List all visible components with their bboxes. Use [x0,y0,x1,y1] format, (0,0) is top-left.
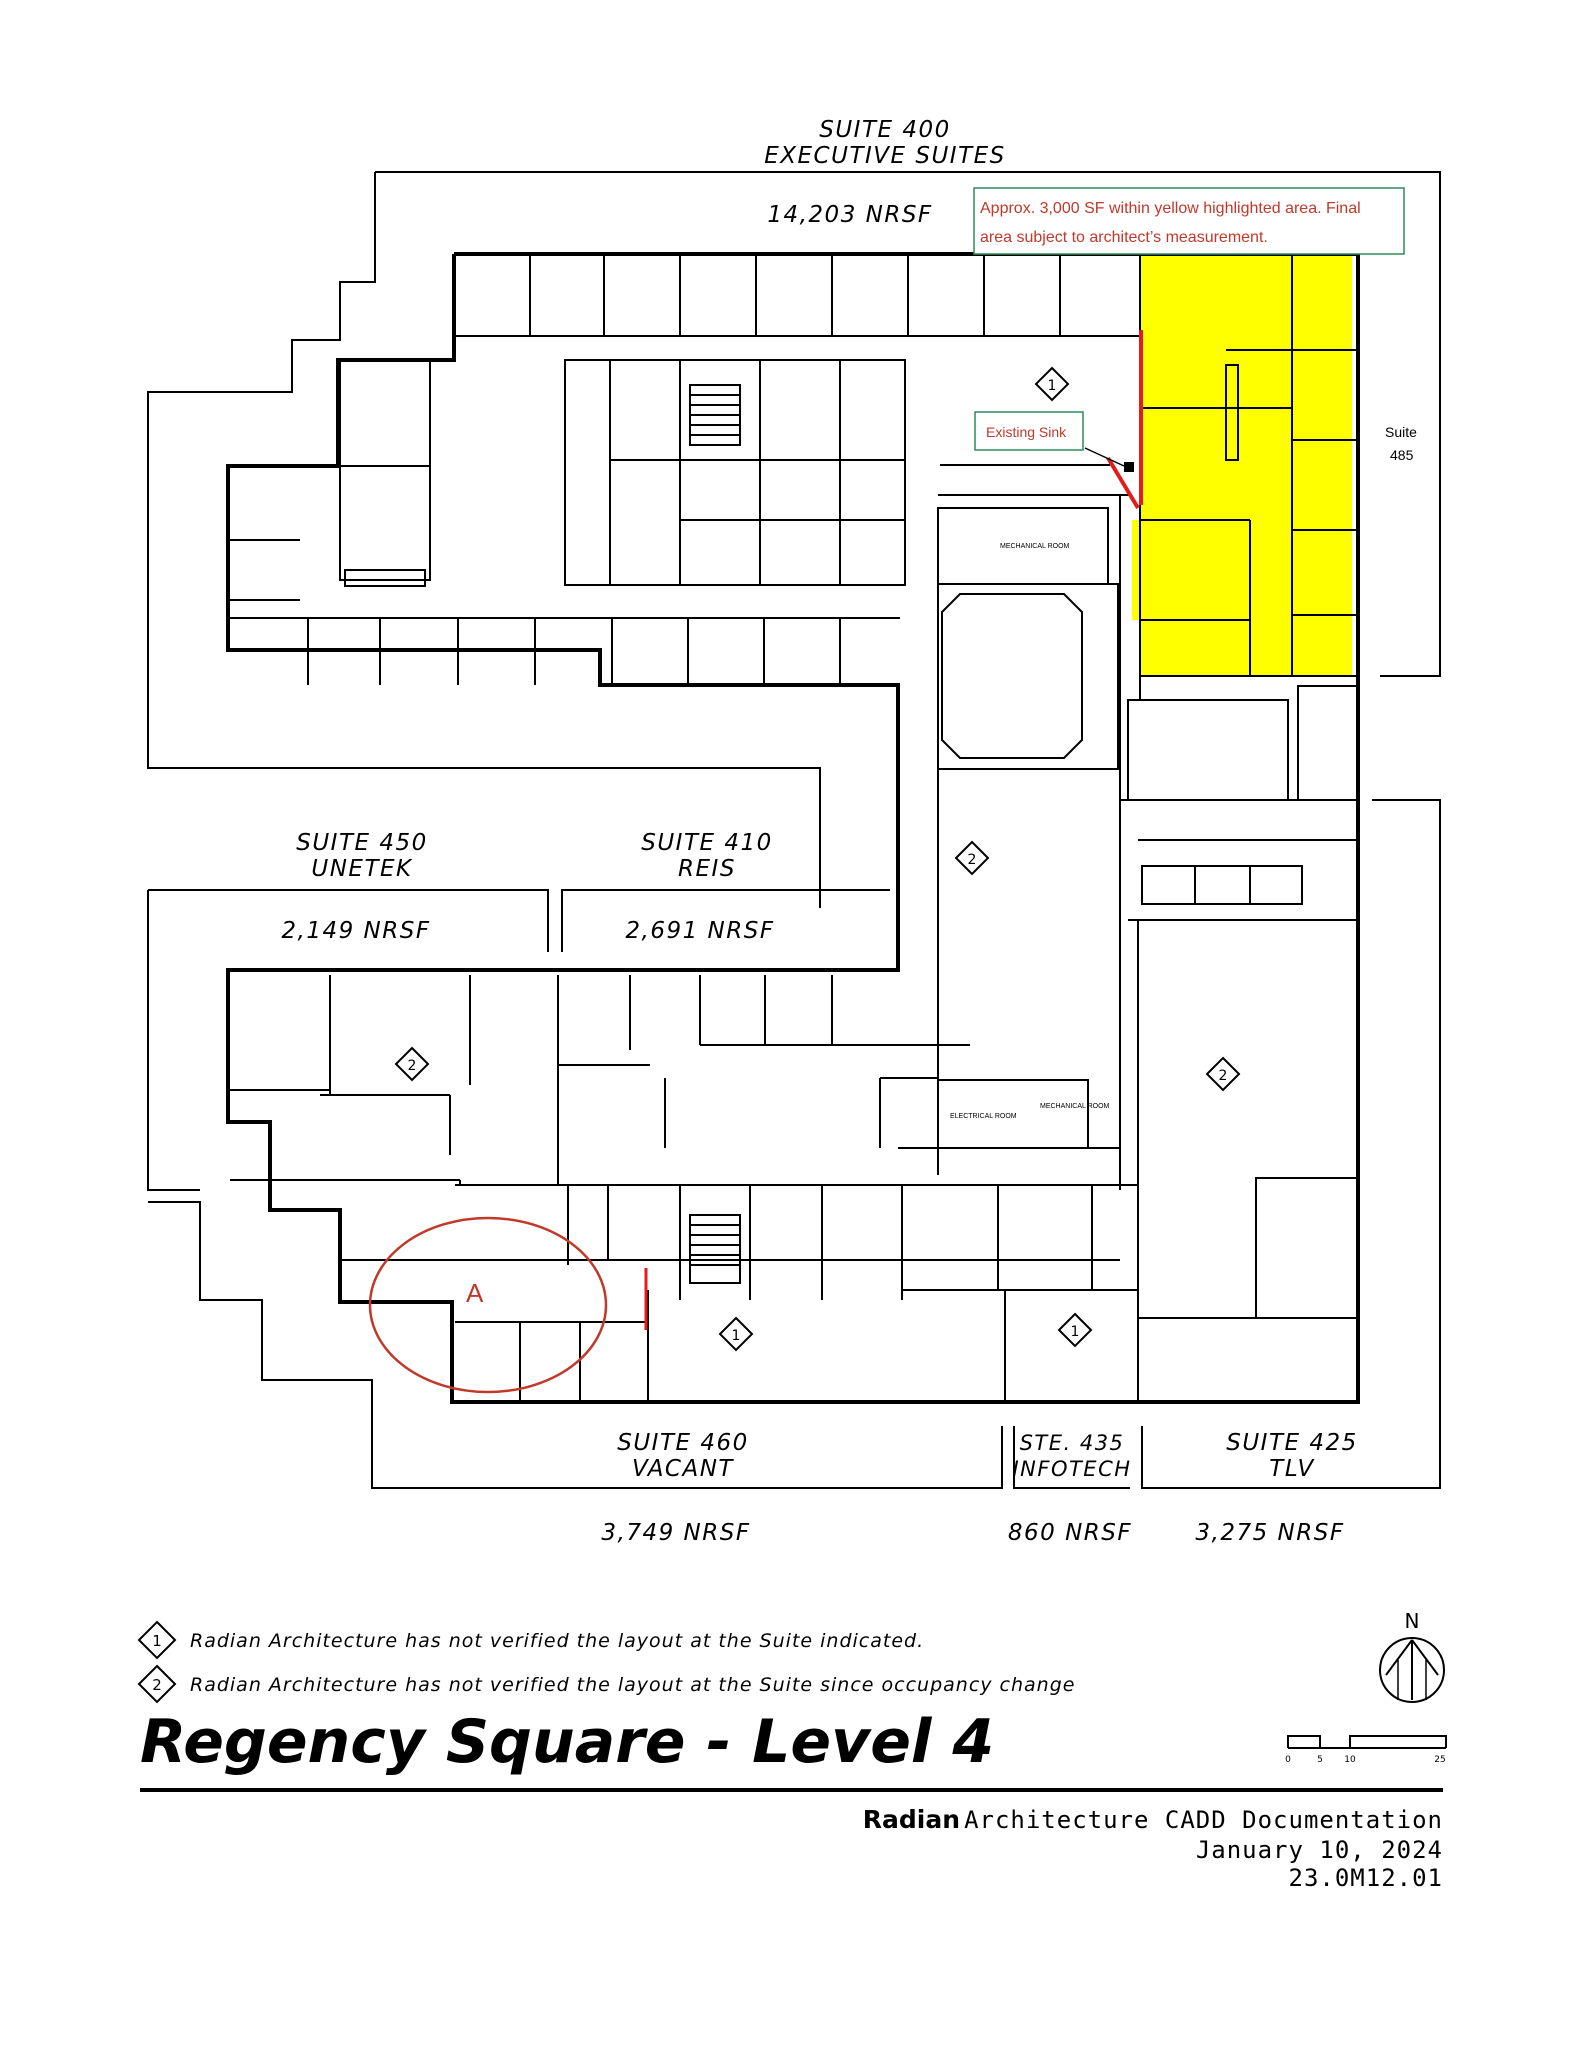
suite-outlines [147,171,1441,1489]
suite-450-tenant: UNETEK [311,856,413,882]
suite-435-tenant: INFOTECH [1012,1457,1131,1481]
highlight-note: Approx. 3,000 SF within yellow highlight… [973,187,1405,255]
suite-400-area: 14,203 NRSF [767,202,932,228]
legend: 1 Radian Architecture has not verified t… [137,1620,1075,1704]
area-a-circle [368,1216,608,1394]
svg-text:1: 1 [1048,378,1057,394]
suite-425-name: SUITE 425 [1226,1430,1358,1456]
svg-text:1: 1 [152,1632,162,1650]
suite-435-area: 860 NRSF [1008,1520,1132,1546]
marker-1-upper: 1 [1034,366,1070,402]
suite-400-name: SUITE 400 [819,117,951,143]
svg-text:0: 0 [1285,1755,1291,1765]
suite-460-area: 3,749 NRSF [601,1520,750,1546]
suite-410-name: SUITE 410 [641,830,773,856]
svg-text:2: 2 [968,852,977,868]
suite-435-label: STE. 435 INFOTECH 860 NRSF [1008,1431,1132,1546]
svg-text:1: 1 [1071,1324,1080,1340]
svg-text:N: N [1405,1609,1420,1633]
stair-lower [689,1214,741,1284]
stair-upper [689,384,741,446]
note-line-2: area subject to architect’s measurement. [980,229,1268,246]
suite-460-label: SUITE 460 VACANT 3,749 NRSF [601,1430,750,1546]
suite-450-label: SUITE 450 UNETEK 2,149 NRSF [281,830,430,944]
suite-450-name: SUITE 450 [296,830,428,856]
footer-date: January 10, 2024 [1196,1836,1443,1864]
svg-text:10: 10 [1344,1755,1356,1765]
suite-410-tenant: REIS [678,856,736,882]
footer-brand: Radian [863,1805,960,1834]
footer-line-1: Architecture CADD Documentation [964,1806,1443,1834]
suite-435-name: STE. 435 [1020,1431,1125,1455]
scale-bar: 0 5 10 25 [1285,1735,1447,1765]
footer: Radian Architecture CADD Documentation J… [863,1805,1444,1892]
red-markup [644,330,1143,1330]
page-title: Regency Square - Level 4 [140,1707,994,1777]
north-arrow-icon: N [1379,1609,1445,1703]
sink-label: Existing Sink [986,424,1067,440]
suite-450-area: 2,149 NRSF [281,918,430,944]
mechanical-room-tag: MECHANICAL ROOM [1000,543,1070,550]
suite-425-label: SUITE 425 TLV 3,275 NRSF [1195,1430,1358,1546]
marker-2-left: 2 [954,840,990,876]
highlighted-area [1132,256,1352,676]
suite-410-area: 2,691 NRSF [625,918,774,944]
mechanical-room-tag-lower: MECHANICAL ROOM [1040,1103,1110,1110]
area-a-label: A [466,1278,484,1308]
suite-485-line-1: Suite [1385,424,1417,440]
suite-460-name: SUITE 460 [617,1430,749,1456]
svg-text:5: 5 [1317,1755,1323,1765]
svg-text:2: 2 [152,1676,162,1694]
legend-item-1: Radian Architecture has not verified the… [190,1630,924,1652]
suite-410-label: SUITE 410 REIS 2,691 NRSF [625,830,774,944]
building-walls [226,252,1360,1404]
marker-2-tlv: 2 [1205,1056,1241,1092]
svg-text:1: 1 [732,1328,741,1344]
sink-label-box: Existing Sink [974,411,1084,451]
suite-425-area: 3,275 NRSF [1195,1520,1344,1546]
electrical-room-tag: ELECTRICAL ROOM [950,1113,1017,1120]
svg-text:2: 2 [408,1058,417,1074]
marker-2-unetek: 2 [394,1046,430,1082]
svg-text:25: 25 [1434,1755,1445,1765]
suite-460-tenant: VACANT [632,1456,734,1482]
suite-400-label: SUITE 400 EXECUTIVE SUITES 14,203 NRSF [764,117,1006,228]
suite-425-tenant: TLV [1269,1456,1315,1482]
svg-text:2: 2 [1219,1068,1228,1084]
note-line-1: Approx. 3,000 SF within yellow highlight… [980,200,1361,217]
suite-485-line-2: 485 [1390,447,1414,463]
footer-code: 23.0M12.01 [1289,1864,1444,1892]
marker-1-infotech: 1 [1057,1312,1093,1348]
marker-1-vacant: 1 [718,1316,754,1352]
legend-item-2: Radian Architecture has not verified the… [190,1674,1075,1696]
suite-400-tenant: EXECUTIVE SUITES [764,143,1006,169]
